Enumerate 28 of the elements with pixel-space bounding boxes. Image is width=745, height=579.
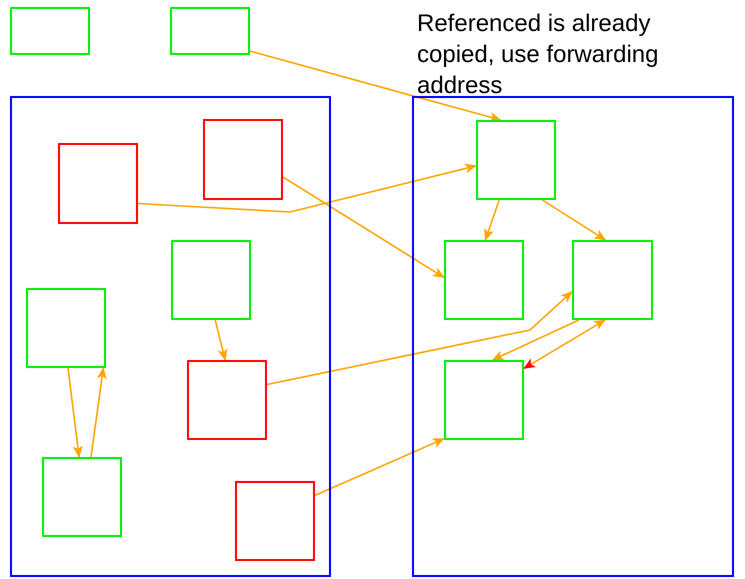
object-box [171,240,251,320]
arrow [266,291,573,386]
arrow [214,320,228,361]
object-box [444,240,524,320]
arrow [138,164,477,213]
region-box [412,96,734,577]
object-box [58,143,138,224]
arrow [542,199,606,241]
object-box [203,119,283,200]
object-box [476,120,556,200]
region-box [10,96,331,577]
object-box [572,240,653,320]
object-box [444,360,524,440]
arrow [492,319,580,361]
arrow [67,368,83,458]
arrow [90,367,107,458]
arrow [314,438,445,496]
arrow [484,200,500,241]
arrow [523,319,606,370]
object-box [26,288,106,368]
object-box [187,360,267,440]
arrow [250,50,502,122]
object-box [235,481,315,561]
object-box [170,7,250,55]
object-box [10,7,90,55]
arrow [282,176,445,278]
note-text: Referenced is already copied, use forwarding address [417,9,660,101]
object-box [42,457,122,537]
